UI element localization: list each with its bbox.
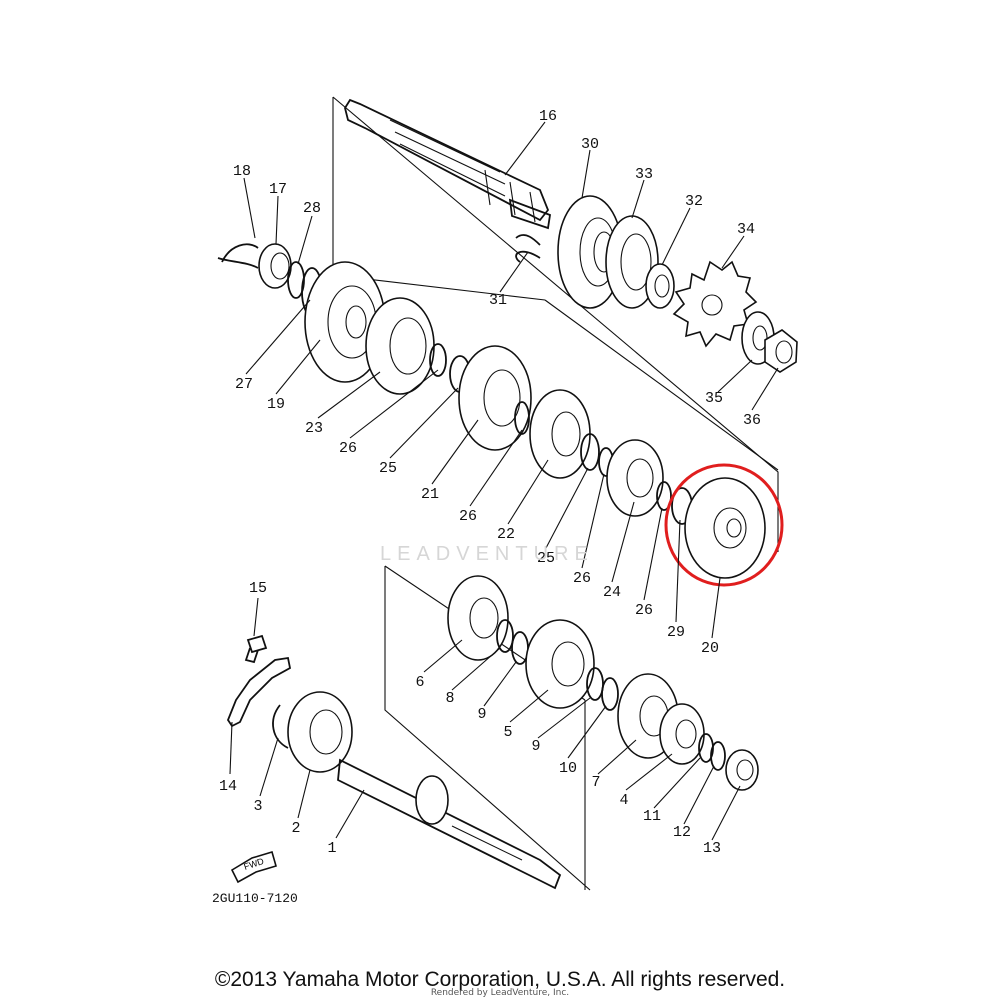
washer-8 [496, 619, 514, 653]
callout-19[interactable]: 19 [267, 396, 285, 413]
fwd-arrow-icon: FWD [230, 851, 277, 884]
callout-33[interactable]: 33 [635, 166, 653, 183]
callout-20[interactable]: 20 [701, 640, 719, 657]
washer-26b [514, 401, 530, 435]
callout-35[interactable]: 35 [705, 390, 723, 407]
collar-32 [645, 263, 675, 309]
circlip-18 [217, 243, 259, 269]
callout-11[interactable]: 11 [643, 808, 661, 825]
leader-lines [229, 121, 779, 841]
circlip-25b [580, 433, 600, 471]
gear-23 [365, 297, 435, 395]
callout-24[interactable]: 24 [603, 584, 621, 601]
washer-10 [601, 677, 619, 711]
callout-31[interactable]: 31 [489, 292, 507, 309]
callout-labels: 16 30 33 32 34 18 17 28 31 27 19 23 26 2… [219, 108, 761, 857]
callout-18[interactable]: 18 [233, 163, 251, 180]
callout-12[interactable]: 12 [673, 824, 691, 841]
gear-21 [458, 345, 532, 451]
gear-6 [447, 575, 509, 661]
gear-19 [304, 261, 386, 383]
drive-sprocket-34 [672, 260, 758, 348]
callout-27[interactable]: 27 [235, 376, 253, 393]
callout-26b[interactable]: 26 [459, 508, 477, 525]
callout-21[interactable]: 21 [421, 486, 439, 503]
screw-15 [244, 634, 268, 664]
callout-10[interactable]: 10 [559, 760, 577, 777]
callout-25a[interactable]: 25 [379, 460, 397, 477]
callout-7[interactable]: 7 [591, 774, 600, 791]
callout-29[interactable]: 29 [667, 624, 685, 641]
callout-2[interactable]: 2 [291, 820, 300, 837]
circlip-3 [272, 704, 289, 749]
callout-1[interactable]: 1 [327, 840, 336, 857]
bearing-13 [725, 749, 759, 791]
oil-seal-33 [605, 215, 659, 309]
callout-36[interactable]: 36 [743, 412, 761, 429]
main-axle-1 [337, 758, 562, 890]
callout-30[interactable]: 30 [581, 136, 599, 153]
copyright-notice: ©2013 Yamaha Motor Corporation, U.S.A. A… [214, 968, 786, 991]
washer-26a [429, 343, 447, 377]
callout-16[interactable]: 16 [539, 108, 557, 125]
nut-36 [764, 329, 798, 373]
callout-32[interactable]: 32 [685, 193, 703, 210]
rendered-by-notice: Rendered by LeadVenture, Inc. [430, 988, 570, 998]
upper-assembly-frame [332, 96, 779, 552]
callout-14[interactable]: 14 [219, 778, 237, 795]
gear-24 [606, 439, 664, 517]
bearing-2 [287, 691, 353, 773]
callout-28[interactable]: 28 [303, 200, 321, 217]
bearing-30 [557, 195, 623, 309]
bearing-stopper-14 [226, 656, 292, 728]
gear-22 [529, 389, 591, 479]
callout-17[interactable]: 17 [269, 181, 287, 198]
gear-5 [525, 619, 595, 709]
washer-26d [656, 481, 672, 511]
callout-26d[interactable]: 26 [635, 602, 653, 619]
callout-9a[interactable]: 9 [477, 706, 486, 723]
callout-22[interactable]: 22 [497, 526, 515, 543]
callout-3[interactable]: 3 [253, 798, 262, 815]
callout-13[interactable]: 13 [703, 840, 721, 857]
callout-15[interactable]: 15 [249, 580, 267, 597]
callout-34[interactable]: 34 [737, 221, 755, 238]
callout-26a[interactable]: 26 [339, 440, 357, 457]
callout-5[interactable]: 5 [503, 724, 512, 741]
callout-6[interactable]: 6 [415, 674, 424, 691]
callout-23[interactable]: 23 [305, 420, 323, 437]
gear-4 [659, 703, 705, 765]
callout-4[interactable]: 4 [619, 792, 628, 809]
watermark: LEADVENTURE [380, 543, 594, 565]
callout-8[interactable]: 8 [445, 690, 454, 707]
callout-9b[interactable]: 9 [531, 738, 540, 755]
callout-25b[interactable]: 25 [537, 550, 555, 567]
diagram-code: 2GU110-7120 [212, 891, 298, 906]
gear-20[interactable] [684, 477, 766, 579]
circlip-31 [515, 234, 541, 263]
highlight-circle [664, 463, 784, 587]
bearing-17 [258, 243, 292, 289]
circlip-12 [710, 741, 726, 771]
drive-axle-shaft [344, 98, 552, 230]
callout-26c[interactable]: 26 [573, 570, 591, 587]
